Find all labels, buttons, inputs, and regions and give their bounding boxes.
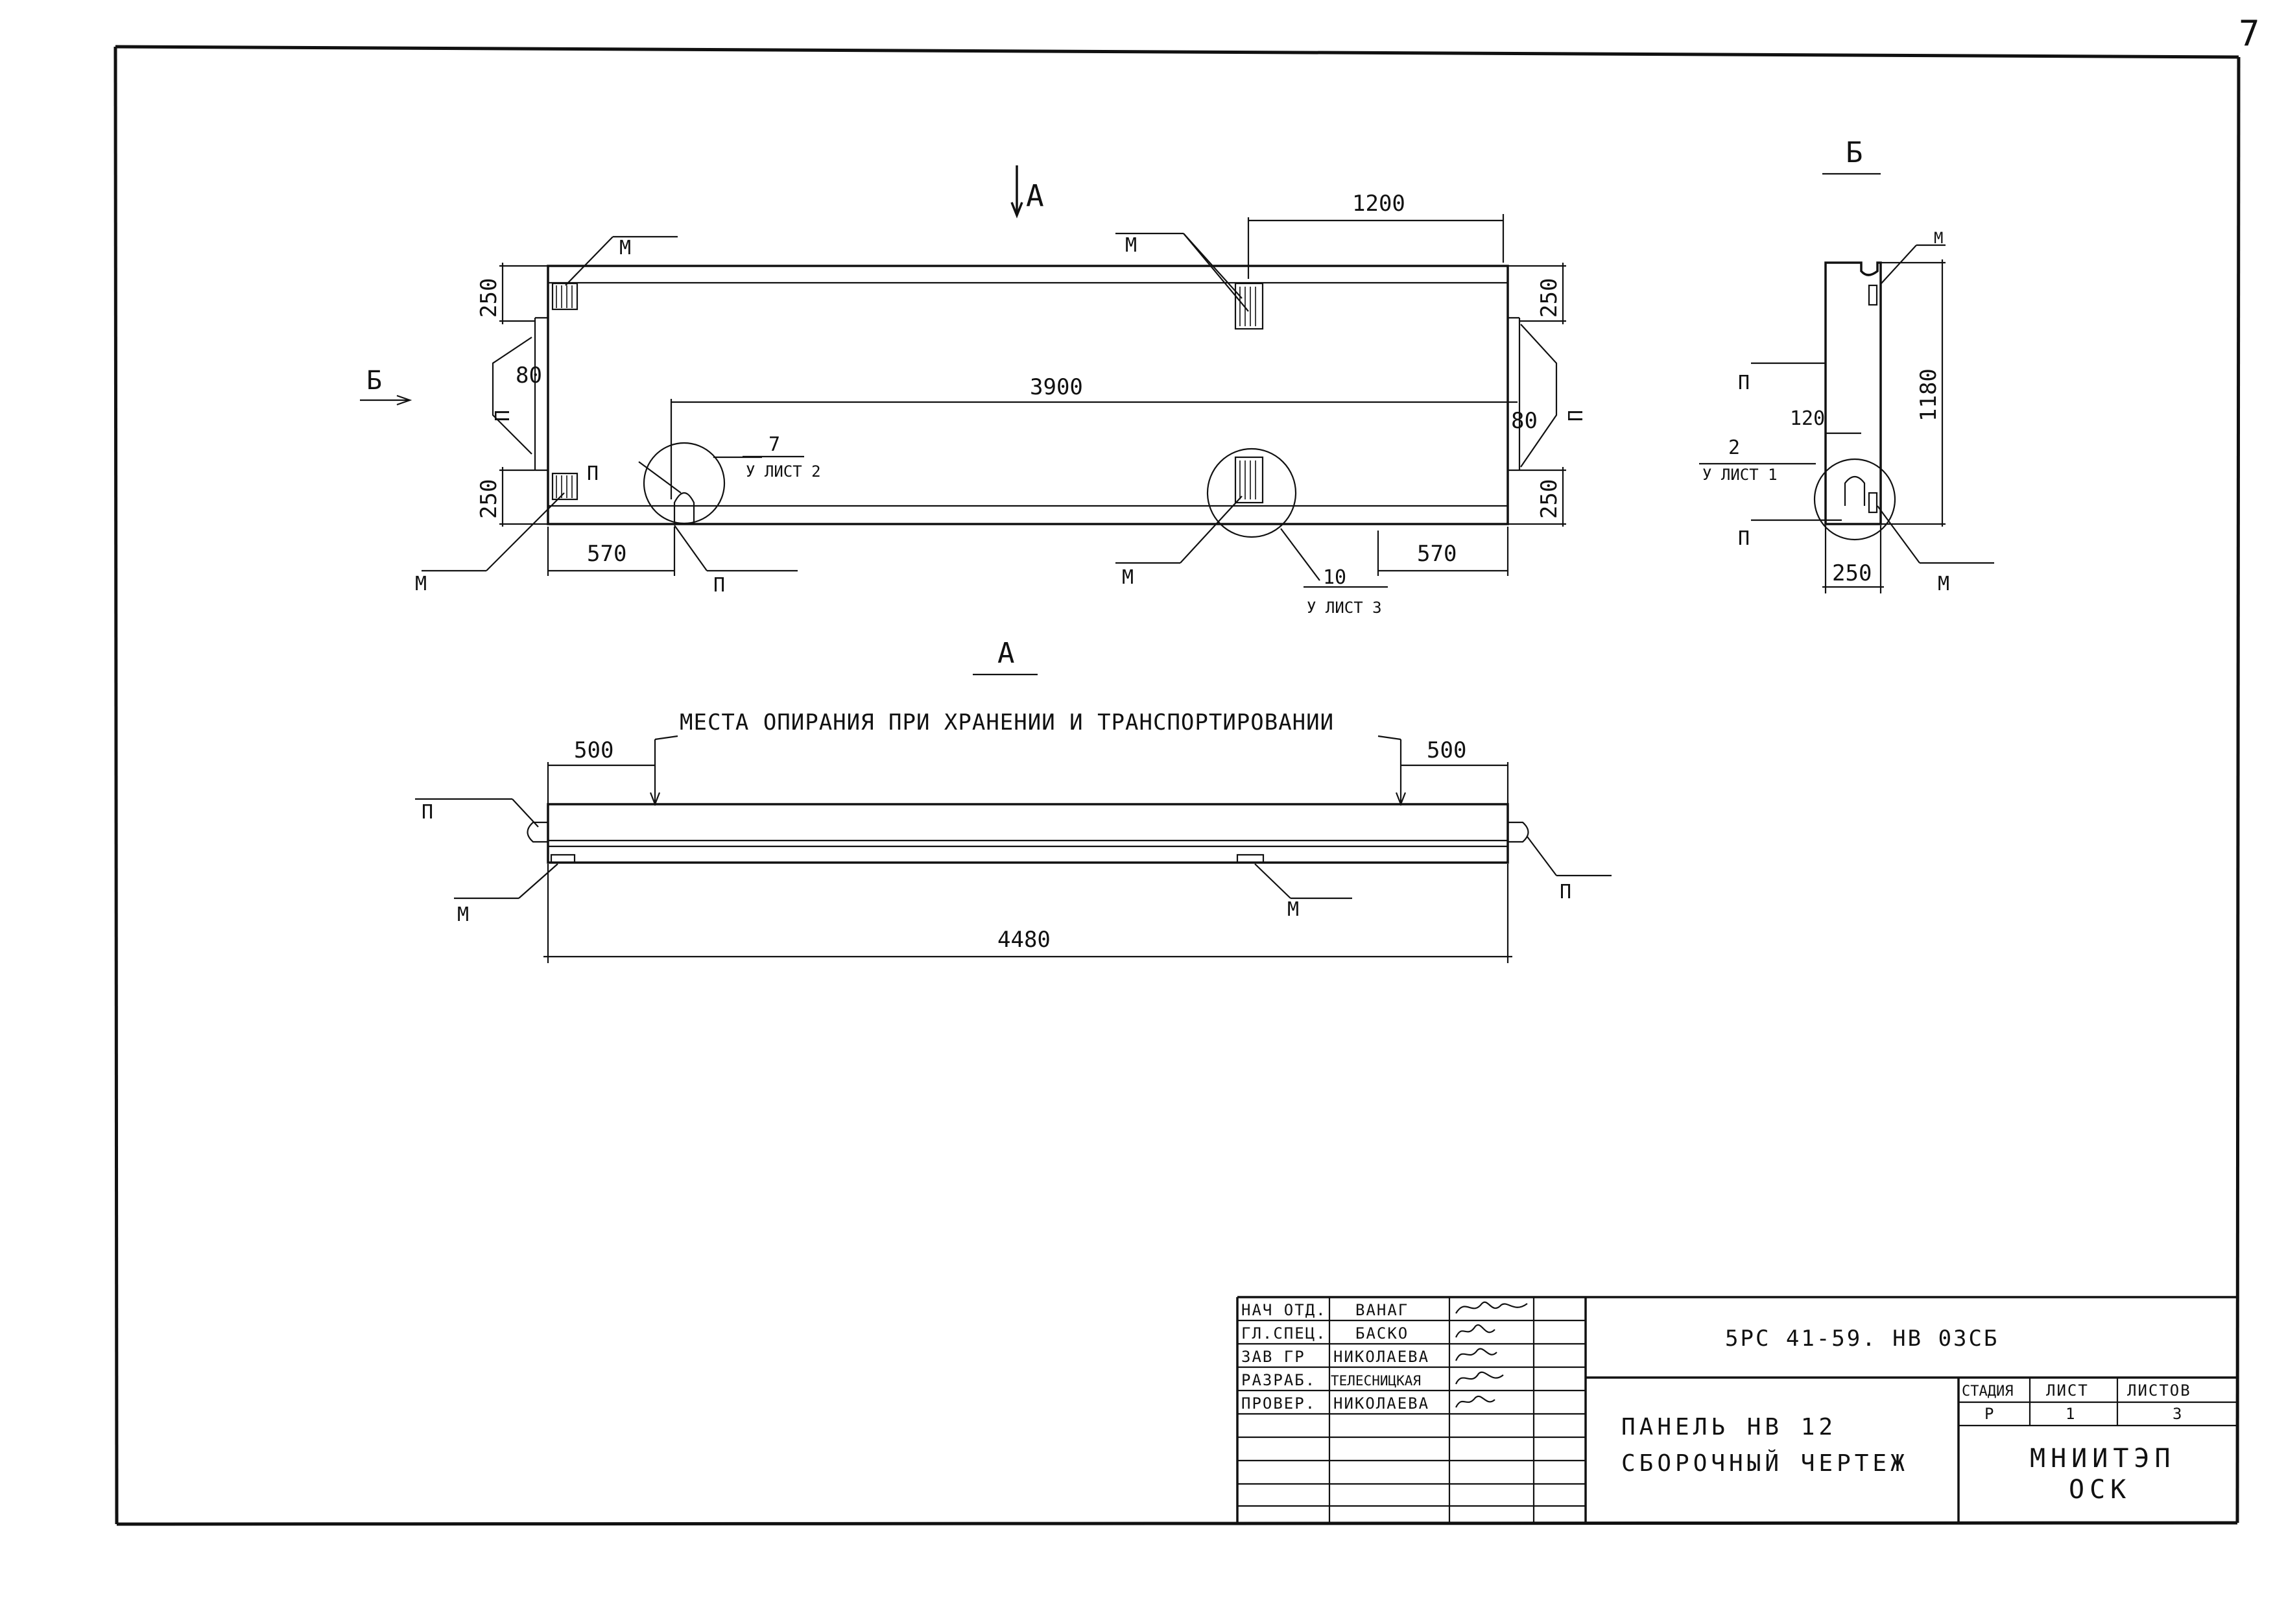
side-view-b: Б 1180 120 250 2 У ЛИСТ 1 М П П [1699, 136, 1994, 595]
page-number: 7 [2239, 13, 2260, 54]
sheets-value: 3 [2173, 1405, 2183, 1423]
signature-5 [1455, 1395, 1495, 1408]
label-p-view-a-right: П [1560, 881, 1571, 903]
section-mark-a: А [1026, 178, 1044, 213]
label-m-view-b-bottom: М [1938, 573, 1949, 595]
embedded-part-bottom-middle [1234, 456, 1264, 504]
sheet-frame [113, 45, 2241, 1526]
label-m-view-a-middle: М [1287, 898, 1299, 921]
label-p-view-a-left: П [422, 801, 433, 824]
detail-circle-2 [1813, 458, 1896, 541]
stage-header: СТАДИЯ [1962, 1383, 2013, 1400]
label-m-bottom-middle: М [1122, 566, 1134, 589]
dim-500-right: 500 [1427, 737, 1466, 763]
tb-role-4: РАЗРАБ. [1241, 1371, 1316, 1389]
tb-name-5: НИКОЛАЕВА [1333, 1394, 1429, 1413]
dim-500-left: 500 [574, 737, 613, 763]
label-p-view-b-top: П [1738, 372, 1750, 394]
document-code: 5РС 41-59. НВ 03СБ [1725, 1326, 1999, 1352]
sheet-value: 1 [2066, 1405, 2076, 1423]
dim-right-250-bottom: 250 [1536, 479, 1562, 519]
dim-right-80: 80 [1511, 408, 1538, 434]
dim-570-left: 570 [587, 541, 626, 567]
callout-7-sheet: У ЛИСТ 2 [746, 462, 821, 481]
dim-right-250-top: 250 [1536, 278, 1562, 318]
callout-10-number: 10 [1323, 566, 1346, 589]
dim-left-250-bottom: 250 [476, 479, 502, 519]
stage-value: Р [1984, 1405, 1995, 1423]
support-note: МЕСТА ОПИРАНИЯ ПРИ ХРАНЕНИИ И ТРАНСПОРТИ… [680, 710, 1334, 735]
tb-role-5: ПРОВЕР. [1241, 1394, 1316, 1413]
label-m-bottom-left: М [415, 573, 427, 595]
tb-role-2: ГЛ.СПЕЦ. [1241, 1324, 1327, 1343]
lifting-loop-bottom [673, 492, 695, 524]
drawing-title-line2: СБОРОЧНЫЙ ЧЕРТЕЖ [1621, 1450, 1909, 1477]
signature-3 [1455, 1348, 1497, 1361]
callout-7-number: 7 [768, 433, 780, 456]
tb-role-3: ЗАВ ГР [1241, 1348, 1305, 1366]
sheet-header: ЛИСТ [2046, 1381, 2089, 1400]
label-p-right-notch: П [1565, 410, 1588, 422]
embedded-part-top-left [551, 282, 578, 311]
tb-name-1: ВАНАГ [1355, 1301, 1409, 1319]
front-view-a: А МЕСТА ОПИРАНИЯ ПРИ ХРАНЕНИИ И ТРАНСПОР… [415, 637, 1612, 963]
detail-circle-7 [643, 442, 726, 525]
signature-4 [1455, 1371, 1504, 1385]
tb-name-3: НИКОЛАЕВА [1333, 1348, 1429, 1366]
dim-250-view-b: 250 [1832, 560, 1872, 586]
dim-1180: 1180 [1916, 368, 1942, 422]
tb-name-4: ТЕЛЕСНИЦКАЯ [1331, 1373, 1421, 1389]
sheets-header: ЛИСТОВ [2127, 1381, 2191, 1400]
view-mark-b: Б [366, 366, 382, 396]
panel-plan-view: А Б 1200 250 80 250 П 250 80 250 [360, 165, 1588, 617]
signature-2 [1455, 1324, 1495, 1338]
callout-10-sheet: У ЛИСТ 3 [1307, 599, 1382, 617]
title-block: НАЧ ОТД. ГЛ.СПЕЦ. ЗАВ ГР РАЗРАБ. ПРОВЕР.… [1236, 1296, 2239, 1523]
dim-left-250-top: 250 [476, 278, 502, 318]
label-p-loop-upper: П [587, 462, 599, 485]
tb-role-1: НАЧ ОТД. [1241, 1301, 1327, 1319]
embedded-part-bottom-left [551, 472, 578, 501]
label-p-loop-lower: П [713, 574, 725, 597]
label-m-top-middle: М [1125, 234, 1137, 257]
signature-1 [1455, 1301, 1528, 1314]
label-p-left-notch: П [492, 410, 514, 422]
organization-line1: МНИИТЭП [2030, 1444, 2176, 1474]
label-m-view-b-top: М [1934, 229, 1943, 247]
dim-4480: 4480 [997, 927, 1051, 953]
view-b-title: Б [1846, 136, 1863, 169]
label-p-view-b-bottom: П [1738, 527, 1750, 550]
embedded-part-top-middle [1234, 282, 1264, 330]
label-m-top-left: М [619, 237, 631, 259]
dim-570-right: 570 [1417, 541, 1457, 567]
view-a-title: А [997, 637, 1015, 670]
dim-120: 120 [1790, 407, 1825, 430]
label-m-view-a-left: М [457, 903, 469, 926]
detail-circle-10 [1206, 448, 1297, 538]
callout-2-number: 2 [1728, 436, 1740, 459]
callout-2-sheet: У ЛИСТ 1 [1702, 466, 1778, 484]
drawing-title-line1: ПАНЕЛЬ НВ 12 [1621, 1414, 1837, 1440]
organization-line2: ОСК [2069, 1475, 2131, 1505]
dim-3900: 3900 [1030, 374, 1083, 400]
dim-left-80: 80 [516, 363, 542, 388]
tb-name-2: БАСКО [1355, 1324, 1409, 1343]
dim-1200: 1200 [1352, 191, 1405, 217]
